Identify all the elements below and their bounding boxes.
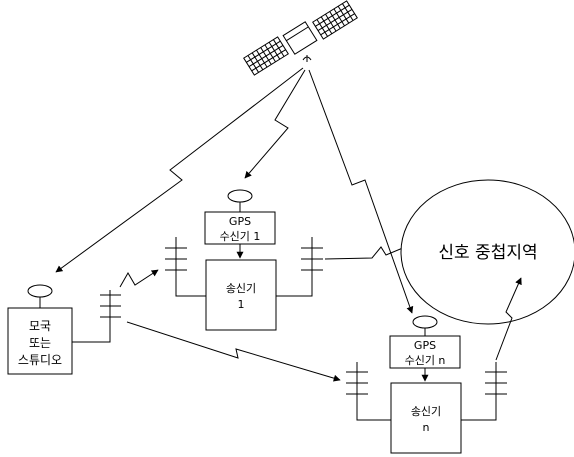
link-main-to-transmitter-1	[120, 270, 158, 287]
gps-1-label-line2: 수신기 1	[220, 230, 261, 243]
satellite-link-to-gps-n	[309, 70, 412, 313]
main-station-tower-icon	[72, 290, 121, 342]
gps-receiver-1: GPS 수신기 1	[205, 190, 275, 258]
transmitter-n-label-line2: n	[423, 421, 430, 434]
overlap-region: 신호 중첩지역	[401, 180, 574, 324]
main-station-antenna-icon	[28, 285, 52, 297]
gps-n-antenna-icon	[413, 316, 437, 328]
satellite-icon	[244, 1, 358, 75]
link-main-to-transmitter-n	[127, 322, 340, 380]
transmitter-n: 송신기 n	[391, 383, 461, 453]
gps-1-antenna-icon	[228, 190, 252, 202]
main-station-label-line3: 스튜디오	[18, 353, 62, 367]
transmitter-1-label-line1: 송신기	[226, 282, 256, 295]
transmitter-n-right-antenna-icon	[461, 362, 507, 420]
main-station-label-line1: 모국	[29, 319, 51, 333]
transmitter-1: 송신기 1	[206, 260, 276, 330]
transmitter-1-left-antenna-icon	[165, 237, 206, 296]
main-station: 모국 또는 스튜디오	[8, 285, 72, 374]
satellite-link-to-gps-1	[245, 70, 305, 178]
overlap-region-label: 신호 중첩지역	[438, 243, 537, 263]
transmitter-n-left-antenna-icon	[346, 362, 391, 420]
link-transmitter-1-to-overlap	[325, 245, 410, 259]
gps-n-label-line2: 수신기 n	[405, 354, 446, 367]
transmitter-1-label-line2: 1	[238, 298, 245, 311]
gps-1-label-line1: GPS	[229, 215, 251, 228]
gps-receiver-n: GPS 수신기 n	[390, 316, 460, 381]
transmitter-1-right-antenna-icon	[276, 237, 323, 296]
gps-n-label-line1: GPS	[414, 339, 436, 352]
transmitter-n-label-line1: 송신기	[411, 405, 441, 418]
main-station-label-line2: 또는	[29, 336, 51, 350]
